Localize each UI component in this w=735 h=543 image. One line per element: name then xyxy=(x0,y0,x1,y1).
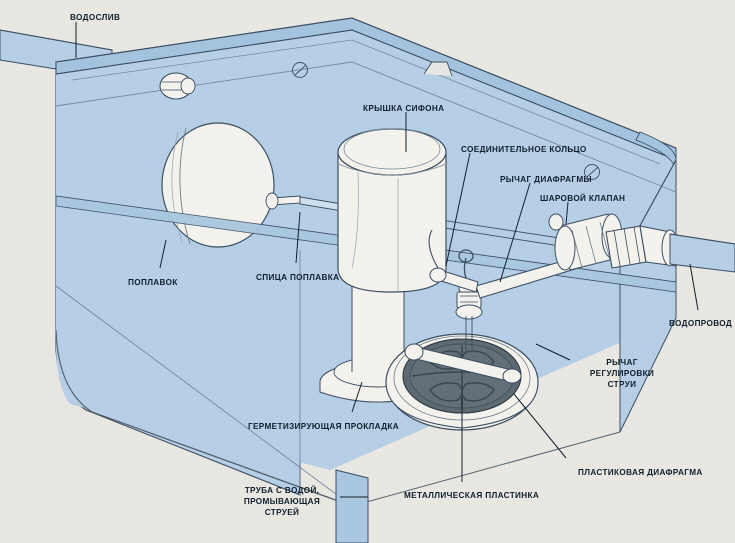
label-flush-water-pipe: ТРУБА С ВОДОЙ, ПРОМЫВАЮЩАЯ СТРУЕЙ xyxy=(226,485,338,518)
label-flush-water-pipe-line2: ПРОМЫВАЮЩАЯ СТРУЕЙ xyxy=(243,497,321,517)
label-plastic-diaphragm: ПЛАСТИКОВАЯ ДИАФРАГМА xyxy=(578,468,703,477)
label-coupling-ring: СОЕДИНИТЕЛЬНОЕ КОЛЬЦО xyxy=(461,145,587,154)
label-overflow: ВОДОСЛИВ xyxy=(70,13,121,22)
label-metal-plate: МЕТАЛЛИЧЕСКАЯ ПЛАСТИНКА xyxy=(404,491,540,500)
label-float: ПОПЛАВОК xyxy=(128,278,178,287)
label-flush-water-pipe-line1: ТРУБА С ВОДОЙ, xyxy=(244,486,320,495)
label-jet-adjust-lever-line1: РЫЧАГ РЕГУЛИРОВКИ xyxy=(589,358,655,378)
label-diaphragm-lever: РЫЧАГ ДИАФРАГМЫ xyxy=(500,175,592,184)
label-ball-valve: ШАРОВОЙ КЛАПАН xyxy=(540,194,626,203)
label-sealing-gasket: ГЕРМЕТИЗИРУЮЩАЯ ПРОКЛАДКА xyxy=(248,422,399,431)
label-water-supply: ВОДОПРОВОД xyxy=(669,319,733,328)
label-jet-adjust-lever-line2: СТРУИ xyxy=(607,380,637,389)
label-siphon-cap: КРЫШКА СИФОНА xyxy=(363,104,445,113)
label-jet-adjust-lever: РЫЧАГ РЕГУЛИРОВКИ СТРУИ xyxy=(574,357,670,390)
label-float-rod: СПИЦА ПОПЛАВКА xyxy=(256,273,340,282)
